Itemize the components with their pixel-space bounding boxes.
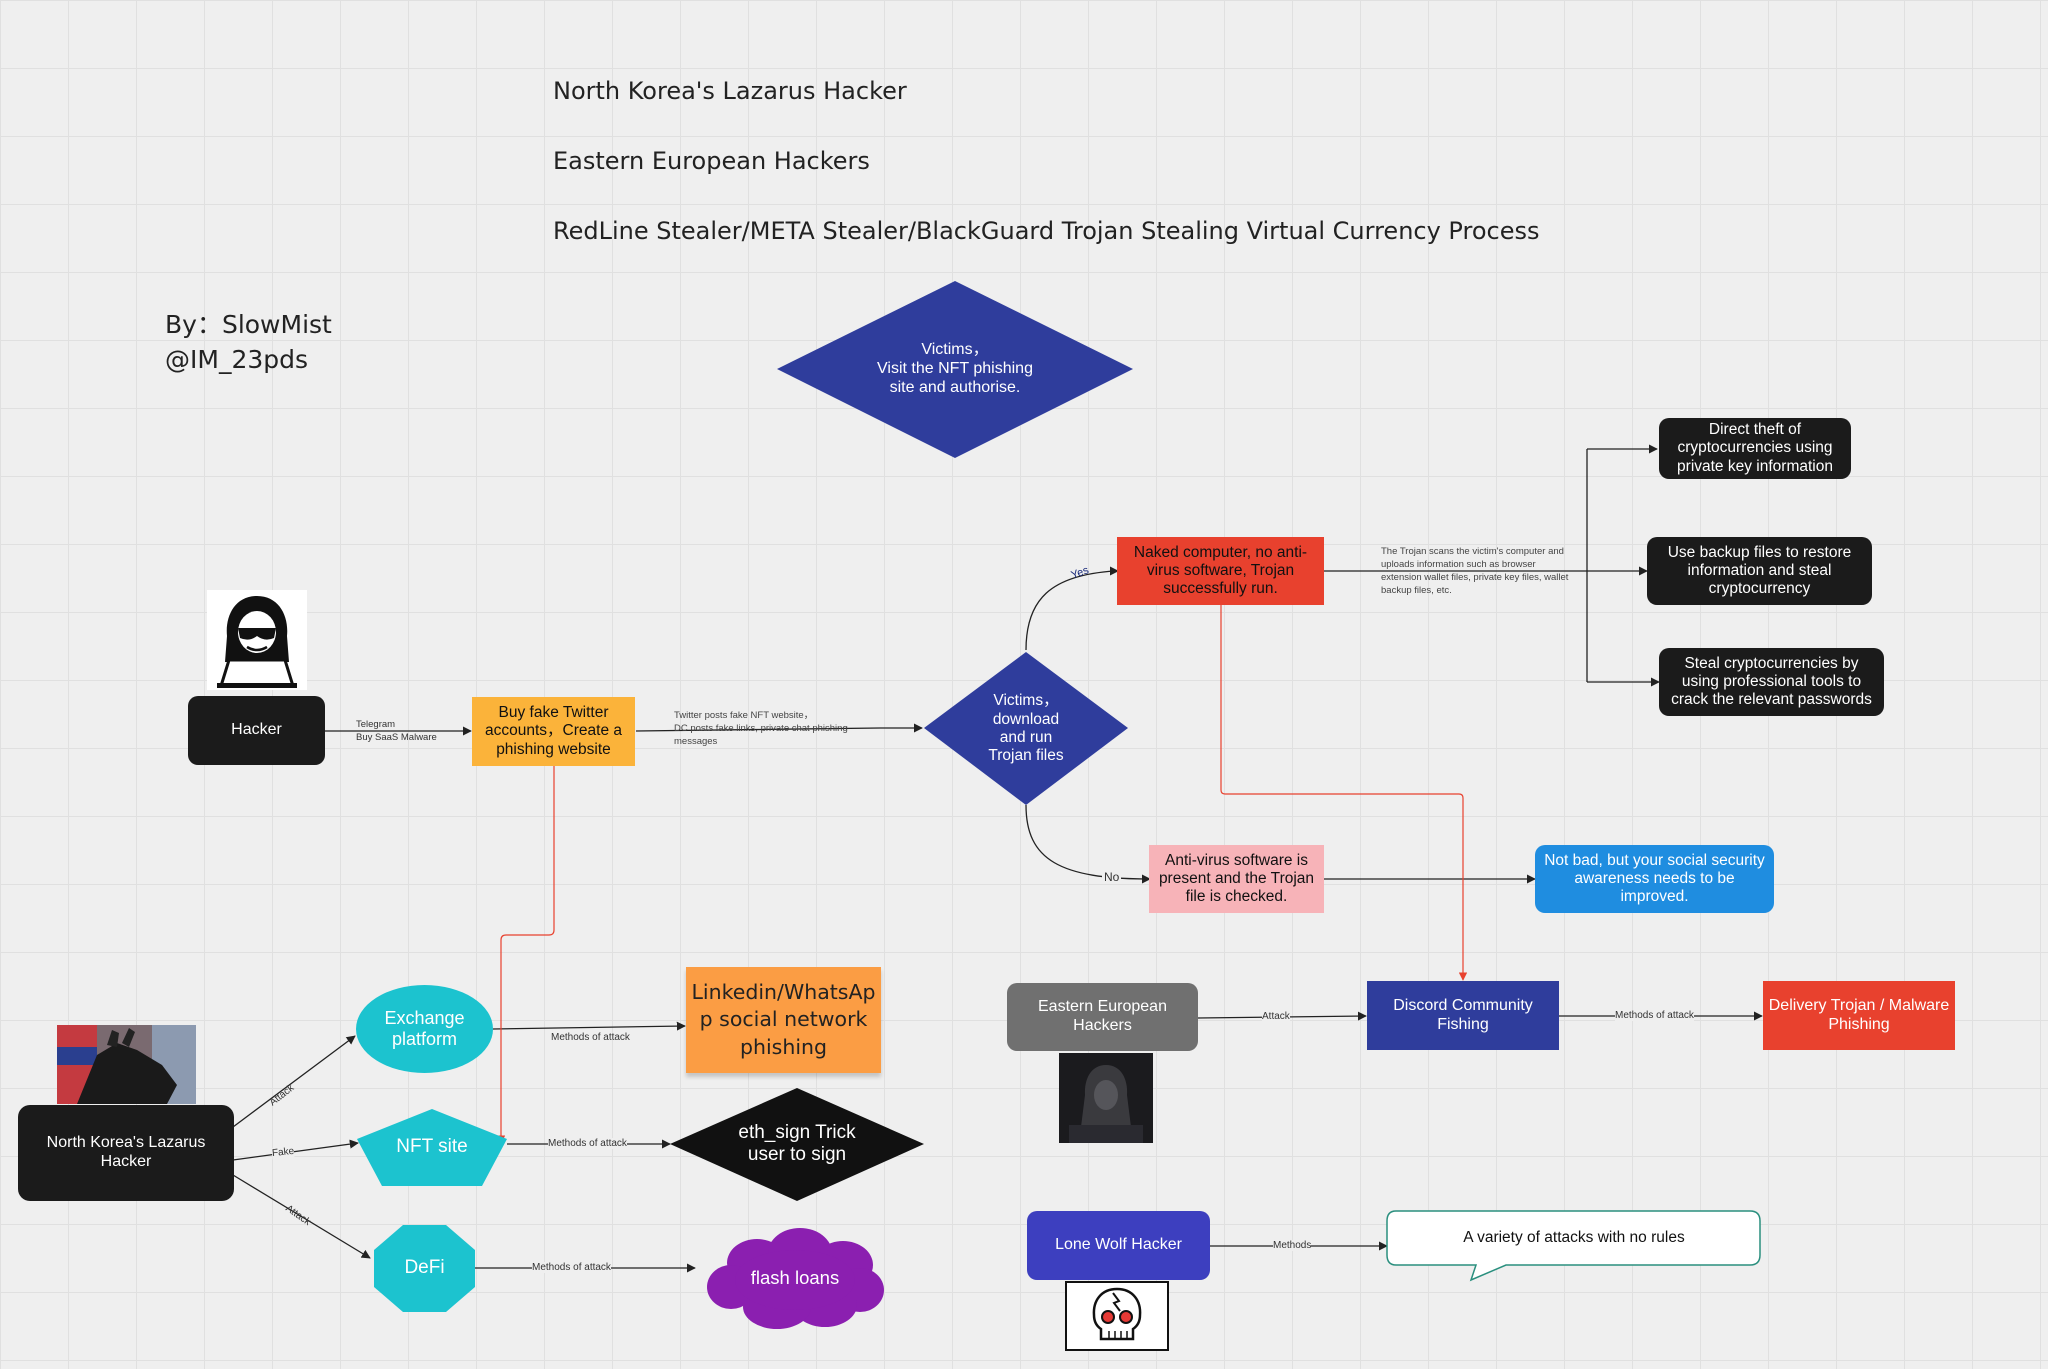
hooded-figure-photo: [1059, 1053, 1153, 1143]
title-process: RedLine Stealer/META Stealer/BlackGuard …: [553, 217, 1540, 245]
flash-loans-cloud: [707, 1228, 884, 1329]
edge-buyfake-victims: [635, 723, 923, 733]
naked-computer-node[interactable]: Naked computer, no anti- virus software,…: [1117, 537, 1324, 605]
label-telegram: Telegram Buy SaaS Malware: [356, 719, 437, 744]
victims-nft-text: Victims， Visit the NFT phishing site and…: [877, 341, 1033, 396]
eth-sign-diamond: [670, 1088, 924, 1201]
victims-download-diamond: [924, 652, 1128, 805]
lone-wolf-image: [1065, 1281, 1169, 1351]
label-moa-discord: Methods of attack: [1615, 1010, 1694, 1021]
edge-lazarus-nft: [232, 1139, 359, 1161]
hacker-node[interactable]: Hacker: [188, 696, 325, 765]
eth-sign-text[interactable]: eth_sign Trick user to sign: [738, 1121, 856, 1165]
title-lazarus: North Korea's Lazarus Hacker: [553, 77, 907, 105]
victims-download-text: Victims， download and run Trojan files: [988, 692, 1064, 765]
nft-site-pentagon: [357, 1109, 507, 1186]
edge-lazarus-exchange: [232, 1035, 356, 1128]
label-trojan-scans: The Trojan scans the victim's computer a…: [1381, 546, 1569, 597]
defi-octagon: [374, 1225, 475, 1312]
eastern-node[interactable]: Eastern European Hackers: [1007, 983, 1198, 1051]
lazarus-image: [57, 1025, 196, 1104]
direct-theft-node[interactable]: Direct theft of cryptocurrencies using p…: [1659, 418, 1851, 479]
edge-yes: [1025, 566, 1119, 651]
label-fake-nft: Fake: [271, 1145, 295, 1160]
label-moa-exchange: Methods of attack: [551, 1032, 630, 1043]
hooded-hacker-laptop-icon: [217, 596, 297, 688]
edge-exchange-linkedin: [492, 1021, 686, 1031]
steal-tools-node[interactable]: Steal cryptocurrencies by using professi…: [1659, 648, 1884, 716]
nft-site-text[interactable]: NFT site: [396, 1136, 468, 1158]
use-backup-node[interactable]: Use backup files to restore information …: [1647, 537, 1872, 605]
gloved-hand-photo: [57, 1025, 196, 1104]
edge-red-buyfake-nft: [496, 765, 555, 1144]
discord-node[interactable]: Discord Community Fishing: [1367, 981, 1559, 1050]
label-twitter-posts: Twitter posts fake NFT website， DC posts…: [674, 710, 848, 748]
edge-lazarus-defi: [232, 1174, 371, 1259]
exchange-node[interactable]: Exchange platform: [356, 985, 493, 1073]
not-bad-node[interactable]: Not bad, but your social security awaren…: [1535, 845, 1774, 913]
label-methods-lone: Methods: [1273, 1240, 1312, 1251]
delivery-node[interactable]: Delivery Trojan / Malware Phishing: [1763, 981, 1955, 1050]
variety-text[interactable]: A variety of attacks with no rules: [1463, 1228, 1685, 1246]
byline: By：SlowMist @IM_23pds: [165, 307, 332, 377]
defi-text[interactable]: DeFi: [404, 1257, 445, 1279]
byline-handle: @IM_23pds: [165, 345, 309, 374]
eastern-image: [1059, 1053, 1153, 1143]
variety-bubble: [1386, 1210, 1761, 1282]
byline-author: By：SlowMist: [165, 310, 332, 339]
label-moa-defi: Methods of attack: [532, 1262, 611, 1273]
edge-red-naked-discord: [1220, 605, 1468, 981]
label-attack-eastern: Attack: [1262, 1011, 1290, 1022]
flash-loans-text[interactable]: flash loans: [750, 1266, 840, 1288]
buy-fake-node[interactable]: Buy fake Twitter accounts，Create a phish…: [472, 697, 635, 766]
label-moa-nft: Methods of attack: [548, 1138, 627, 1149]
victims-nft-diamond: [777, 281, 1133, 458]
antivirus-node[interactable]: Anti-virus software is present and the T…: [1149, 845, 1324, 913]
title-eastern: Eastern European Hackers: [553, 147, 870, 175]
skull-icon: [1092, 1287, 1142, 1341]
edge-no: [1025, 804, 1151, 884]
linkedin-node[interactable]: Linkedin/WhatsAp p social network phishi…: [686, 967, 881, 1073]
lone-wolf-node[interactable]: Lone Wolf Hacker: [1027, 1211, 1210, 1280]
label-no: No: [1102, 870, 1122, 884]
hacker-image: [207, 590, 307, 690]
lazarus-node[interactable]: North Korea's Lazarus Hacker: [18, 1105, 234, 1201]
